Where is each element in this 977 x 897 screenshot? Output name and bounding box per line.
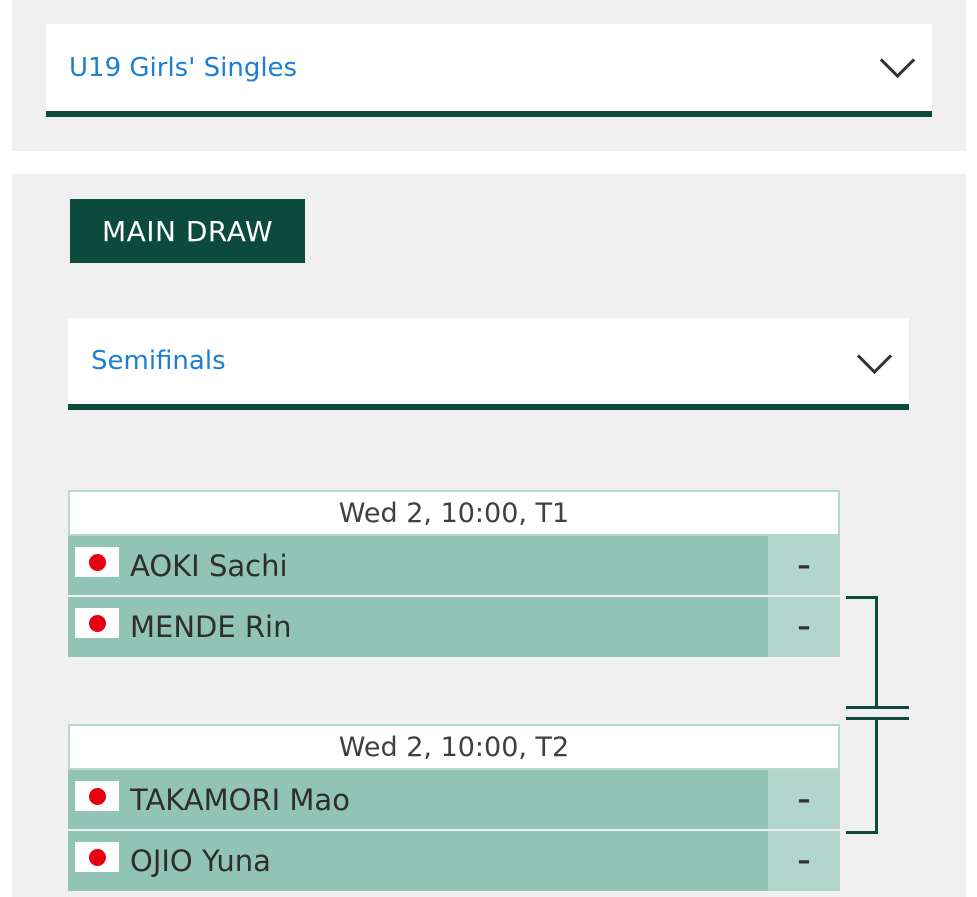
player-row[interactable]: OJIO Yuna – <box>68 831 840 891</box>
score-cell: – <box>768 536 840 595</box>
japan-flag-icon <box>75 547 119 577</box>
event-dropdown[interactable]: U19 Girls' Singles <box>46 24 932 117</box>
japan-flag-icon <box>75 842 119 872</box>
score-value: – <box>797 550 811 581</box>
player-row[interactable]: MENDE Rin – <box>68 597 840 657</box>
score-value: – <box>797 846 811 876</box>
player-name: OJIO Yuna <box>130 844 271 878</box>
match-card[interactable]: Wed 2, 10:00, T2 TAKAMORI Mao – OJIO Yun… <box>68 724 840 893</box>
round-dropdown[interactable]: Semifinals <box>68 318 909 410</box>
bracket-connector <box>878 717 909 720</box>
chevron-down-icon <box>879 42 916 79</box>
round-dropdown-value: Semifinals <box>91 346 226 376</box>
score-cell: – <box>768 770 840 829</box>
player-name: MENDE Rin <box>130 610 292 644</box>
score-cell: – <box>768 597 840 657</box>
bracket-connector <box>878 706 909 709</box>
main-draw-tab[interactable]: MAIN DRAW <box>70 199 305 263</box>
player-name: AOKI Sachi <box>130 548 288 583</box>
score-value: – <box>797 784 811 815</box>
match-card[interactable]: Wed 2, 10:00, T1 AOKI Sachi – MENDE Rin … <box>68 490 840 659</box>
japan-flag-icon <box>75 608 119 638</box>
event-dropdown-value: U19 Girls' Singles <box>69 52 298 83</box>
japan-flag-icon <box>75 781 119 811</box>
bracket-line <box>846 596 878 709</box>
player-row[interactable]: AOKI Sachi – <box>68 536 840 595</box>
match-schedule: Wed 2, 10:00, T1 <box>68 490 840 536</box>
chevron-down-icon <box>856 338 893 375</box>
score-cell: – <box>768 831 840 891</box>
score-value: – <box>797 612 811 642</box>
match-schedule: Wed 2, 10:00, T2 <box>68 724 840 770</box>
player-row[interactable]: TAKAMORI Mao – <box>68 770 840 829</box>
player-name: TAKAMORI Mao <box>130 782 350 817</box>
bracket-line <box>846 717 878 834</box>
